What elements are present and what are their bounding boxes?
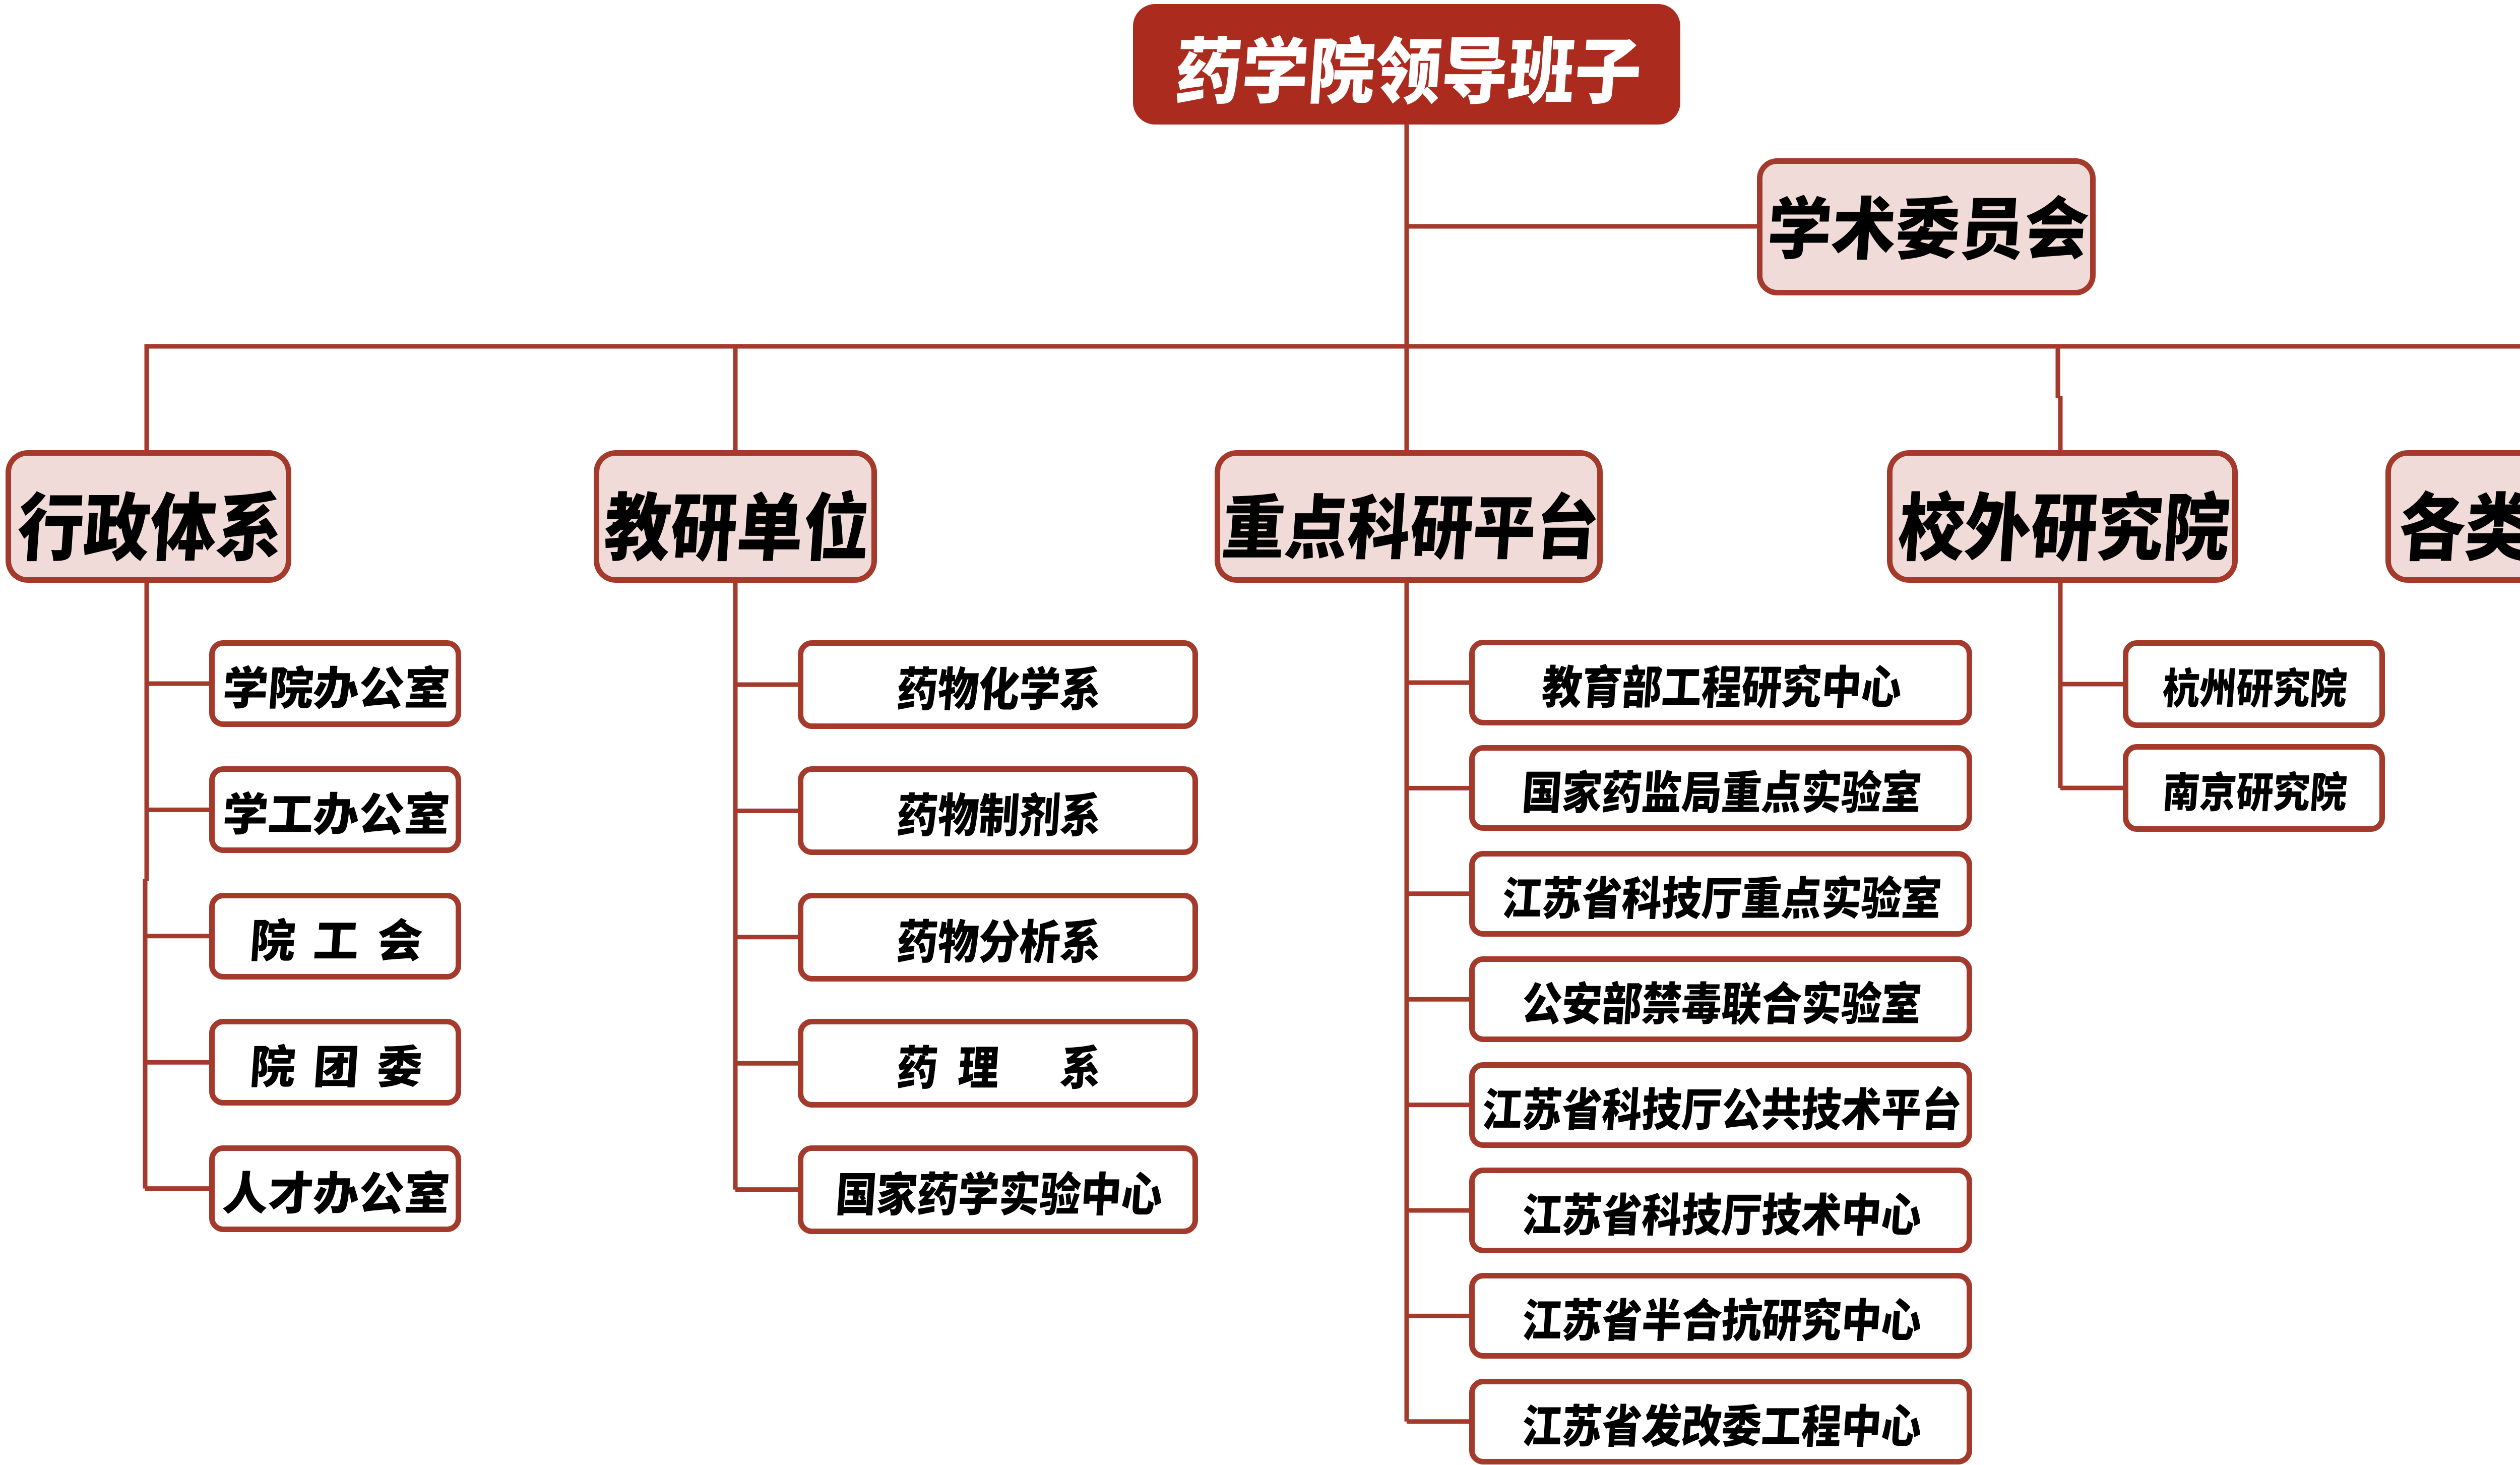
label-glyphs bbox=[897, 665, 1101, 711]
label-glyphs bbox=[2398, 490, 2520, 562]
label-glyphs bbox=[1522, 981, 1921, 1025]
label-glyphs bbox=[1769, 195, 2090, 261]
child-node-admin-4: 院 团 委 bbox=[209, 1019, 461, 1106]
label-glyphs bbox=[16, 490, 282, 562]
child-node-teaching-research-4: 药 理 系 bbox=[798, 1019, 1198, 1108]
label-glyphs bbox=[224, 665, 449, 709]
label-glyphs bbox=[1175, 35, 1642, 105]
child-node-key-platform-4: 公安部禁毒联合实验室 bbox=[1469, 956, 1972, 1043]
child-node-key-platform-7: 江苏省半合抗研究中心 bbox=[1469, 1273, 1972, 1359]
label-glyphs bbox=[1223, 491, 1597, 560]
branch-head-key-platform: 重点科研平台 bbox=[1215, 450, 1603, 583]
label-glyphs bbox=[897, 1044, 1101, 1089]
child-node-admin-3: 院 工 会 bbox=[209, 892, 461, 980]
label-glyphs bbox=[897, 792, 1101, 837]
child-node-key-platform-6: 江苏省科技厅技术中心 bbox=[1469, 1168, 1972, 1253]
branch-head-external-institute: 校外研究院 bbox=[1887, 450, 2238, 583]
branch-head-teaching-research: 教研单位 bbox=[594, 450, 877, 583]
label-glyphs bbox=[222, 1170, 449, 1214]
label-glyphs bbox=[251, 918, 423, 961]
label-glyphs bbox=[2163, 771, 2348, 812]
child-node-admin-1: 学院办公室 bbox=[209, 640, 461, 727]
label-glyphs bbox=[1897, 490, 2232, 562]
label-glyphs bbox=[1522, 1403, 1923, 1447]
child-node-key-platform-2: 国家药监局重点实验室 bbox=[1469, 745, 1972, 831]
child-node-key-platform-8: 江苏省发改委工程中心 bbox=[1469, 1378, 1972, 1464]
child-node-key-platform-3: 江苏省科技厅重点实验室 bbox=[1469, 850, 1972, 937]
label-glyphs bbox=[603, 490, 870, 562]
branch-head-admin: 行政体系 bbox=[6, 450, 291, 583]
label-glyphs bbox=[2162, 667, 2348, 708]
label-glyphs bbox=[897, 918, 1101, 963]
label-glyphs bbox=[224, 791, 449, 836]
child-node-admin-5: 人才办公室 bbox=[209, 1145, 461, 1232]
label-glyphs bbox=[1482, 1085, 1961, 1131]
child-node-key-platform-1: 教育部工程研究中心 bbox=[1469, 640, 1972, 725]
child-node-key-platform-5: 江苏省科技厅公共技术平台 bbox=[1469, 1062, 1972, 1148]
child-node-external-institute-2: 南京研究院 bbox=[2123, 744, 2385, 832]
label-glyphs bbox=[1522, 1192, 1923, 1236]
label-glyphs bbox=[1522, 1297, 1923, 1342]
branch-head-committees: 各类委员会 bbox=[2385, 450, 2520, 583]
child-node-admin-2: 学工办公室 bbox=[209, 766, 461, 853]
child-node-teaching-research-5: 国家药学实验中心 bbox=[798, 1145, 1198, 1234]
academic-committee-node: 学术委员会 bbox=[1757, 158, 2096, 295]
child-node-external-institute-1: 杭州研究院 bbox=[2123, 640, 2385, 728]
label-glyphs bbox=[1502, 875, 1941, 920]
child-node-teaching-research-3: 药物分析系 bbox=[798, 892, 1198, 982]
child-node-teaching-research-1: 药物化学系 bbox=[798, 640, 1198, 729]
label-glyphs bbox=[1541, 663, 1903, 708]
label-glyphs bbox=[1524, 769, 1921, 814]
label-glyphs bbox=[837, 1170, 1164, 1215]
root-node: 药学院领导班子 bbox=[1133, 4, 1680, 125]
child-node-teaching-research-2: 药物制剂系 bbox=[798, 766, 1198, 856]
label-glyphs bbox=[251, 1044, 423, 1088]
